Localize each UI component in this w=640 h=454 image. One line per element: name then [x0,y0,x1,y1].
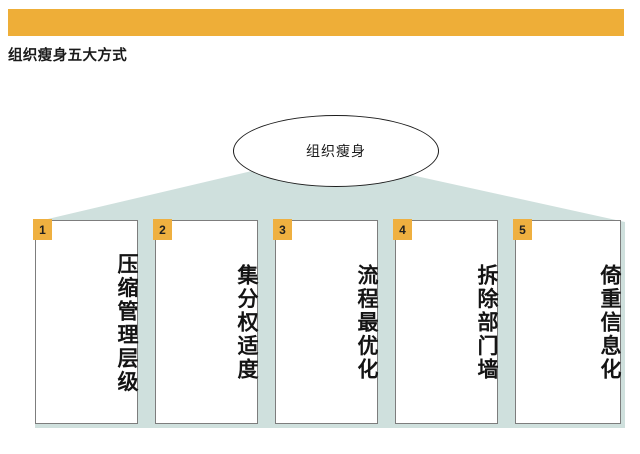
top-accent-bar [8,9,624,36]
pillar-number-badge: 4 [393,219,412,240]
pillar-list: 1 压缩管理层级 2 集分权适度 3 流程最优化 4 拆除部门墙 5 倚重信息化 [0,219,640,426]
pillar-item[interactable]: 2 集分权适度 [153,219,258,424]
pillar-label: 压缩管理层级 [115,252,138,394]
pillar-item[interactable]: 4 拆除部门墙 [393,219,498,424]
center-node[interactable]: 组织瘦身 [233,115,439,187]
pillar-item[interactable]: 1 压缩管理层级 [33,219,138,424]
pillar-label: 拆除部门墙 [475,264,498,382]
pillar-item[interactable]: 5 倚重信息化 [513,219,621,424]
organization-slimming-diagram: 组织瘦身 1 压缩管理层级 2 集分权适度 3 流程最优化 4 拆除部门墙 5 … [0,100,640,440]
page-title: 组织瘦身五大方式 [8,48,128,64]
pillar-label: 倚重信息化 [598,264,621,382]
pillar-label: 集分权适度 [235,264,258,382]
pillar-number-badge: 5 [513,219,532,240]
pillar-item[interactable]: 3 流程最优化 [273,219,378,424]
center-node-label: 组织瘦身 [306,143,366,159]
pillar-number-badge: 1 [33,219,52,240]
pillar-number-badge: 2 [153,219,172,240]
pillar-number-badge: 3 [273,219,292,240]
pillar-label: 流程最优化 [355,264,378,382]
